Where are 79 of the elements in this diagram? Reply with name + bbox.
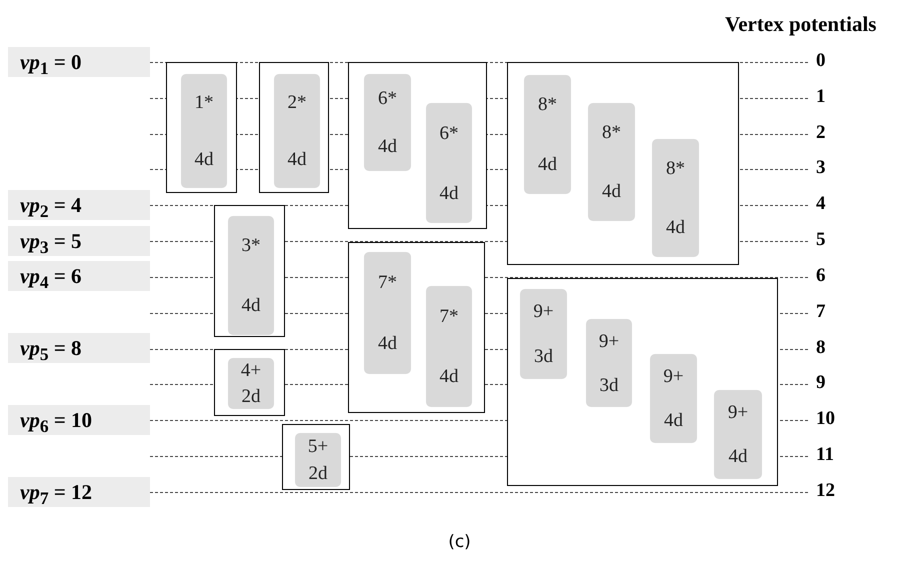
task-bar [364, 252, 411, 374]
task-bar [652, 139, 699, 257]
duration-text: 4d [440, 184, 458, 202]
group-frame [507, 62, 739, 265]
potential-value: 0 [816, 50, 826, 72]
potential-value: 11 [816, 444, 834, 466]
duration-text: 3d [600, 376, 618, 394]
duration-text: 4d [538, 154, 557, 174]
task-bar [274, 74, 320, 188]
task-id: 8* [602, 123, 621, 142]
duration-text: 4d [194, 150, 214, 169]
group-frame [282, 424, 350, 490]
task-id: 6* [378, 88, 397, 108]
task-bar [426, 103, 472, 223]
task-id: 7* [440, 306, 458, 326]
potential-value: 1 [816, 86, 826, 108]
potential-value: 10 [816, 408, 835, 430]
group-frame [214, 349, 285, 416]
task-id: 9+ [533, 302, 554, 321]
task-id: 9+ [663, 366, 684, 386]
potential-label: vp$_{5}$ = 8 [8, 333, 150, 363]
task-bar [714, 390, 762, 479]
task-bar [586, 319, 632, 407]
potential-value: 3 [816, 157, 826, 180]
duration-text: 2d [308, 464, 328, 483]
task-bar [650, 354, 697, 443]
task-bar [181, 74, 227, 188]
duration-text: 4d [728, 447, 748, 466]
potential-label: vp$_{3}$ = 5 [8, 226, 150, 256]
duration-text: 4d [666, 218, 685, 237]
task-id: 2* [288, 93, 306, 112]
task-bar [228, 358, 274, 409]
potential-value: 6 [816, 264, 826, 287]
group-frame [507, 278, 778, 486]
duration-text: 4d [288, 150, 306, 169]
potential-label: vp$_{1}$ = 0 [8, 47, 150, 77]
task-id: 3* [242, 236, 260, 256]
task-bar [524, 75, 571, 194]
group-frame [348, 242, 485, 413]
task-bar [588, 103, 635, 221]
potential-value: 5 [816, 229, 826, 252]
potential-value: 7 [816, 300, 826, 323]
task-id: 4+ [240, 361, 262, 380]
task-id: 8* [666, 159, 685, 178]
potential-label: vp$_{4}$ = 6 [8, 261, 150, 291]
duration-text: 4d [664, 411, 683, 430]
potential-value: 2 [816, 122, 826, 144]
duration-text: 2d [242, 386, 260, 406]
task-id: 1* [194, 93, 214, 112]
potential-value: 8 [816, 336, 826, 359]
task-id: 7* [378, 273, 397, 292]
potential-label: vp$_{2}$ = 4 [8, 190, 150, 220]
duration-text: 3d [534, 347, 553, 366]
group-frame [214, 205, 285, 337]
task-bar [426, 286, 472, 407]
task-id: 9+ [598, 332, 620, 350]
potential-value: 9 [816, 372, 826, 394]
potential-label: vp$_{7}$ = 12 [8, 477, 150, 507]
group-frame [348, 62, 487, 229]
group-frame [259, 62, 329, 193]
duration-text: 4d [602, 182, 621, 201]
potential-label: vp$_{6}$ = 10 [8, 405, 150, 435]
task-id: 9+ [728, 402, 748, 422]
duration-text: 4d [378, 137, 397, 156]
task-id: 8* [538, 95, 557, 114]
task-id: 6* [440, 124, 458, 142]
task-id: 5+ [308, 437, 328, 456]
task-bar [295, 433, 341, 487]
duration-text: 4d [242, 296, 260, 315]
task-bar [364, 74, 411, 171]
potential-value: 4 [816, 193, 826, 216]
potential-value: 12 [816, 480, 835, 502]
task-bar [520, 289, 567, 379]
task-bar [228, 216, 274, 335]
axis-title: Vertex potentials [725, 12, 876, 37]
duration-text: 4d [378, 334, 397, 353]
duration-text: 4d [440, 367, 458, 386]
caption: (c) [447, 532, 472, 552]
group-frame [166, 62, 237, 193]
